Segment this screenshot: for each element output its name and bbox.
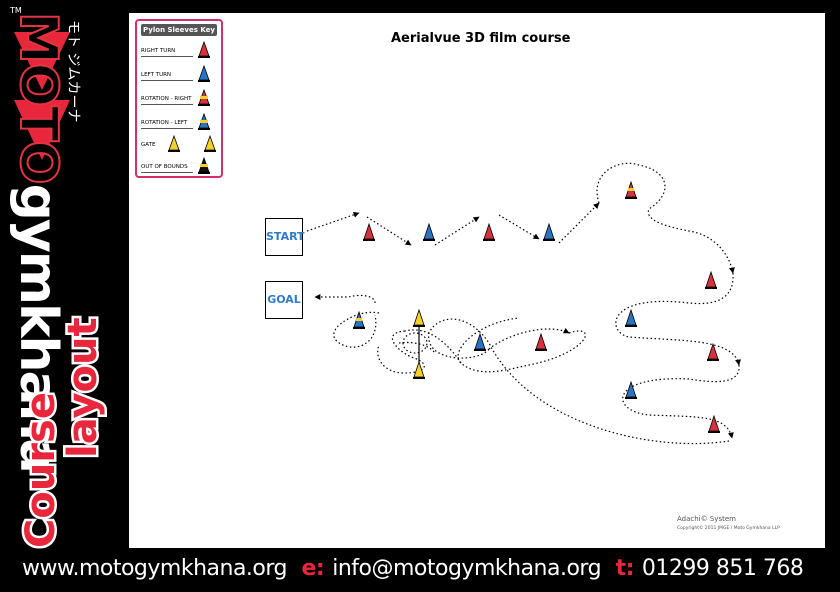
website-link[interactable]: www.motogymkhana.org: [22, 556, 288, 581]
key-row-gate: GATE: [141, 135, 219, 152]
cone-yellow-icon: [168, 135, 180, 152]
route-path: [306, 162, 741, 445]
pylon-sleeves-key: Pylon Sleeves Key RIGHT TURN LEFT TURN R…: [135, 19, 223, 178]
cone-red-icon: [198, 41, 210, 58]
cone-red-icon: [482, 223, 496, 242]
telephone-number: 01299 851 768: [641, 556, 804, 581]
key-row-rotation-right: ROTATION - RIGHT: [141, 89, 219, 106]
cone-blue-icon: [422, 223, 436, 242]
cone-yellow-icon: [204, 135, 216, 152]
email-prefix: e:: [301, 556, 325, 581]
brand-moto: MOTO: [7, 11, 69, 185]
key-label: ROTATION - RIGHT: [141, 96, 192, 102]
cone-blue-icon: [198, 65, 210, 82]
goal-box: GOAL: [265, 281, 303, 319]
course-diagram-panel: Aerialvue 3D film course Pylon Sleeves K…: [129, 13, 825, 548]
cone-blue-icon: [473, 333, 487, 352]
key-row-out-of-bounds: OUT OF BOUNDS: [141, 157, 219, 174]
cone-blue-icon: [624, 309, 638, 328]
key-label: ROTATION - LEFT: [141, 120, 188, 126]
cone-red-icon: [534, 333, 548, 352]
cone-blue-yellow-icon: [352, 311, 366, 330]
diagram-title: Aerialvue 3D film course: [391, 31, 571, 46]
cone-red-yellow-icon: [624, 181, 638, 200]
cone-yellow-icon: [412, 361, 426, 380]
course-route-diagram: [306, 162, 741, 445]
key-row-left-turn: LEFT TURN: [141, 65, 219, 82]
cone-blue-yellow-icon: [198, 113, 210, 130]
course-layout-heading: Course layout: [16, 315, 109, 551]
cone-black-yellow-icon: [198, 157, 210, 174]
red-chevron-logo: [14, 32, 70, 160]
heading-layout: layout: [58, 315, 109, 461]
key-row-right-turn: RIGHT TURN: [141, 41, 219, 58]
sidebar-branding: TM MOTOgymkhana モト ジムカーナ Course layout: [0, 0, 128, 555]
cone-red-icon: [706, 343, 720, 362]
cone-red-icon: [704, 271, 718, 290]
cone-red-icon: [362, 223, 376, 242]
key-label: RIGHT TURN: [141, 48, 176, 54]
trademark-mark: TM: [10, 6, 22, 15]
heading-course: Course: [16, 390, 67, 551]
cone-red-yellow-icon: [198, 89, 210, 106]
email-link[interactable]: info@motogymkhana.org: [332, 556, 602, 581]
key-row-rotation-left: ROTATION - LEFT: [141, 113, 219, 130]
key-label: GATE: [141, 142, 156, 148]
cone-blue-icon: [542, 223, 556, 242]
brand-katakana: モト ジムカーナ: [65, 20, 81, 123]
key-title: Pylon Sleeves Key: [141, 24, 217, 36]
system-credit: Adachi© System: [677, 515, 736, 523]
copyright-text: Copyright© 2011 JMGE / Moto Gymkhana LLP: [677, 526, 780, 531]
cone-yellow-icon: [412, 309, 426, 328]
footer-contact: www.motogymkhana.org e: info@motogymkhana…: [22, 556, 811, 581]
route-cones: [352, 181, 721, 434]
tel-prefix: t:: [615, 556, 635, 581]
cone-red-icon: [707, 415, 721, 434]
key-label: OUT OF BOUNDS: [141, 164, 188, 170]
key-label: LEFT TURN: [141, 72, 172, 78]
start-box: START: [265, 218, 305, 256]
